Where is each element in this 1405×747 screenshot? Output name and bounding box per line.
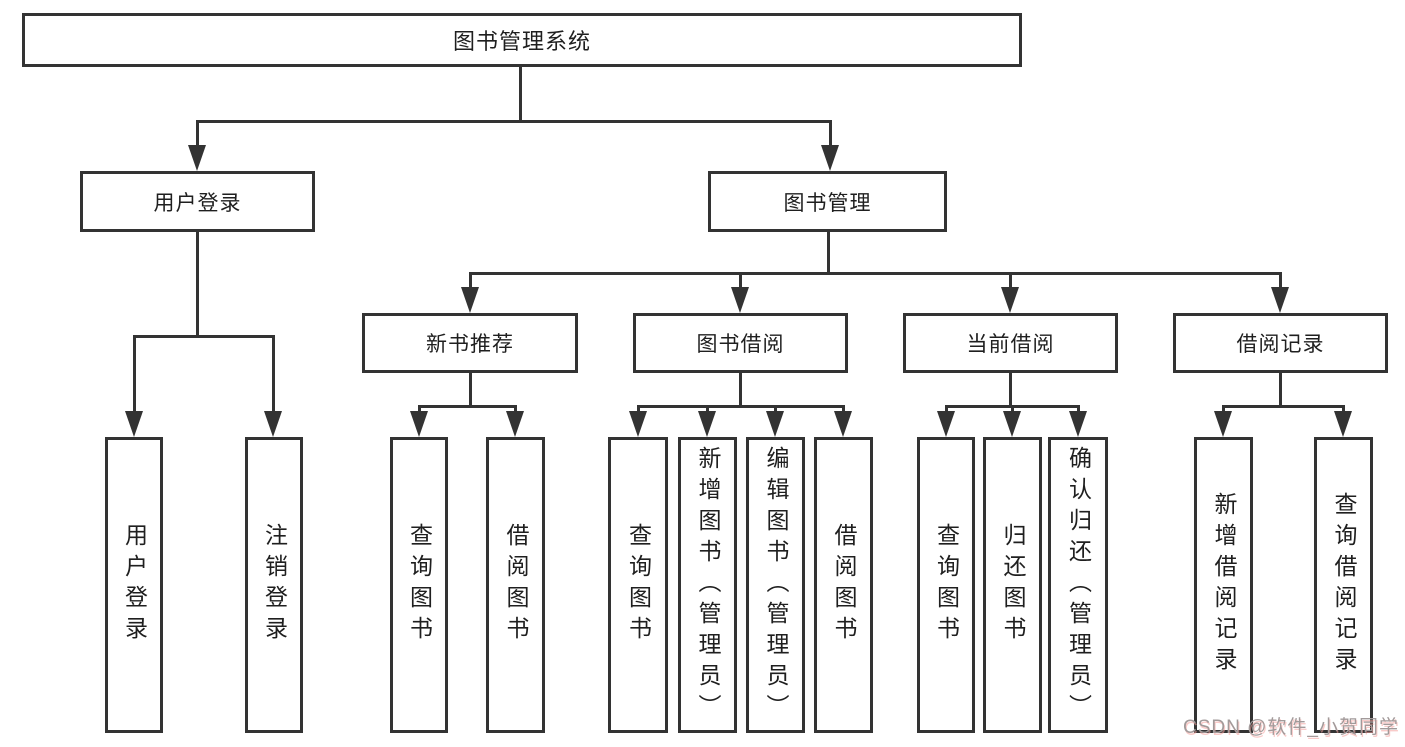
connector-line [1342,405,1345,415]
connector-line [739,371,742,407]
arrowhead-icon [264,411,282,437]
leaf-query-borrow-record-label: 查询借阅记录 [1331,492,1357,678]
connector-line [945,405,948,415]
arrowhead-icon [766,411,784,437]
leaf-add-borrow-record-label: 新增借阅记录 [1211,492,1237,678]
connector-line [842,405,845,415]
arrowhead-icon [506,411,524,437]
leaf-query-borrow-record: 查询借阅记录 [1314,437,1373,733]
watermark: CSDN @软件_小贺同学 [1183,717,1399,738]
connector-line [1222,405,1345,408]
arrowhead-icon [125,411,143,437]
node-root: 图书管理系统 [22,13,1022,67]
connector-line [133,335,275,338]
arrowhead-icon [834,411,852,437]
arrowhead-icon [731,287,749,313]
connector-line [196,120,832,123]
leaf-edit-book-admin-label: 编辑图书（管理员） [763,445,789,725]
node-current-borrow: 当前借阅 [903,313,1118,373]
node-user-login: 用户登录 [80,171,315,232]
leaf-edit-book-admin: 编辑图书（管理员） [746,437,805,733]
leaf-borrow-books-label: 借阅图书 [831,523,857,647]
connector-line [706,405,709,415]
leaf-add-borrow-record: 新增借阅记录 [1194,437,1253,733]
connector-line [469,272,1282,275]
node-borrow-records: 借阅记录 [1173,313,1388,373]
leaf-add-book-admin-label: 新增图书（管理员） [695,445,721,725]
leaf-return-book-label: 归还图书 [1000,523,1026,647]
connector-line [1279,272,1282,290]
leaf-return-book: 归还图书 [983,437,1042,733]
arrowhead-icon [821,145,839,171]
connector-line [637,405,640,415]
connector-line [1222,405,1225,415]
leaf-add-book-admin: 新增图书（管理员） [678,437,737,733]
leaf-logout-label: 注销登录 [261,523,288,647]
arrowhead-icon [461,287,479,313]
connector-line [469,371,472,407]
arrowhead-icon [410,411,428,437]
arrowhead-icon [1001,287,1019,313]
node-new-book-recommend: 新书推荐 [362,313,578,373]
connector-line [1009,272,1012,290]
connector-line [827,230,830,274]
arrowhead-icon [1334,411,1352,437]
leaf-logout: 注销登录 [245,437,303,733]
connector-line [418,405,421,415]
leaf-borrow-books-recommend: 借阅图书 [486,437,545,733]
node-borrow-records-label: 借阅记录 [1236,333,1325,356]
node-book-management-label: 图书管理 [783,191,872,215]
arrowhead-icon [1003,411,1021,437]
arrowhead-icon [188,145,206,171]
connector-line [133,335,136,415]
arrowhead-icon [937,411,955,437]
arrowhead-icon [698,411,716,437]
leaf-user-login-label: 用户登录 [121,523,148,647]
connector-line [519,65,522,122]
node-current-borrow-label: 当前借阅 [966,333,1055,356]
leaf-confirm-return-admin: 确认归还（管理员） [1048,437,1108,733]
arrowhead-icon [1069,411,1087,437]
connector-line [514,405,517,415]
arrowhead-icon [1214,411,1232,437]
node-new-book-recommend-label: 新书推荐 [426,333,514,356]
arrowhead-icon [629,411,647,437]
connector-line [272,335,275,415]
connector-line [1011,405,1014,415]
leaf-query-books-recommend: 查询图书 [390,437,448,733]
leaf-query-books-borrow: 查询图书 [608,437,668,733]
leaf-query-books-current-label: 查询图书 [933,523,960,647]
connector-line [774,405,777,415]
node-book-borrow-label: 图书借阅 [696,333,785,356]
arrowhead-icon [1271,287,1289,313]
connector-line [418,405,517,408]
node-user-login-label: 用户登录 [153,191,242,215]
connector-line [469,272,472,290]
connector-line [1077,405,1080,415]
connector-line [1009,371,1012,407]
leaf-borrow-books: 借阅图书 [814,437,873,733]
connector-line [1279,371,1282,407]
leaf-query-books-borrow-label: 查询图书 [625,523,652,647]
leaf-query-books-recommend-label: 查询图书 [406,523,433,647]
leaf-user-login: 用户登录 [105,437,163,733]
connector-line [637,405,845,408]
node-book-borrow: 图书借阅 [633,313,848,373]
node-root-label: 图书管理系统 [452,29,591,54]
connector-line [829,120,832,148]
leaf-borrow-books-recommend-label: 借阅图书 [503,523,529,647]
connector-line [196,230,199,336]
leaf-query-books-current: 查询图书 [917,437,975,733]
node-book-management: 图书管理 [708,171,947,232]
connector-line [196,120,199,148]
leaf-confirm-return-admin-label: 确认归还（管理员） [1065,445,1092,725]
connector-line [739,272,742,290]
